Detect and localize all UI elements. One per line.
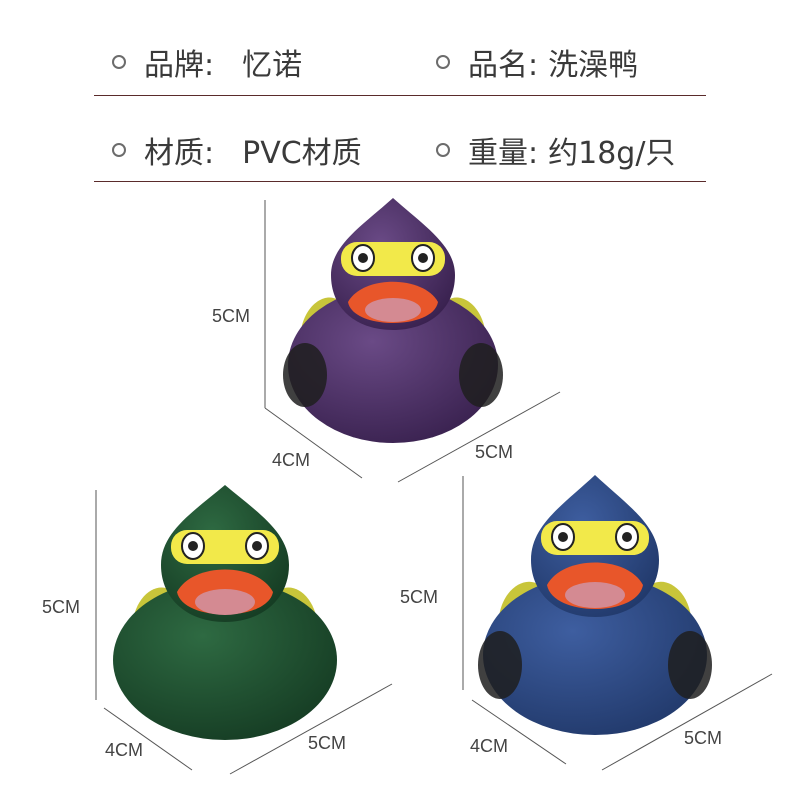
weight-value: 约18g/只 [548, 136, 676, 171]
green-duck-image [113, 485, 337, 740]
top-duck-dimension-lines [264, 200, 561, 483]
brand-label: 品牌: [144, 48, 215, 83]
spec-row-2: 材质: PVC材质 重量: 约18g/只 [0, 120, 800, 180]
purple-duck-image [283, 198, 503, 443]
top-width-label: 5CM [475, 442, 514, 462]
right-width-label: 5CM [684, 728, 723, 748]
divider-1 [94, 95, 706, 96]
right-height-label: 5CM [400, 587, 439, 607]
spec-material: 材质: PVC材质 [112, 120, 362, 180]
right-duck-dimension-lines [462, 476, 773, 771]
bullet-icon [436, 143, 450, 157]
spec-product-name: 品名: 洗澡鸭 [436, 32, 638, 92]
spec-row-1: 品牌: 忆诺 品名: 洗澡鸭 [0, 32, 800, 92]
name-label: 品名: [468, 48, 539, 83]
name-value: 洗澡鸭 [548, 48, 639, 83]
bullet-icon [112, 143, 126, 157]
left-width-label: 5CM [308, 733, 347, 753]
top-depth-label: 4CM [272, 450, 311, 470]
spec-brand: 品牌: 忆诺 [112, 32, 302, 92]
right-depth-label: 4CM [470, 736, 509, 756]
left-duck-dimension-lines [95, 490, 393, 775]
material-label: 材质: [144, 136, 215, 171]
top-height-label: 5CM [212, 306, 251, 326]
bullet-icon [436, 55, 450, 69]
spec-weight: 重量: 约18g/只 [436, 120, 675, 180]
left-depth-label: 4CM [105, 740, 144, 760]
left-height-label: 5CM [42, 597, 81, 617]
divider-2 [94, 181, 706, 182]
material-value: PVC材质 [242, 136, 362, 171]
bullet-icon [112, 55, 126, 69]
blue-duck-image [478, 475, 712, 735]
weight-label: 重量: [468, 136, 539, 171]
brand-value: 忆诺 [242, 48, 303, 83]
